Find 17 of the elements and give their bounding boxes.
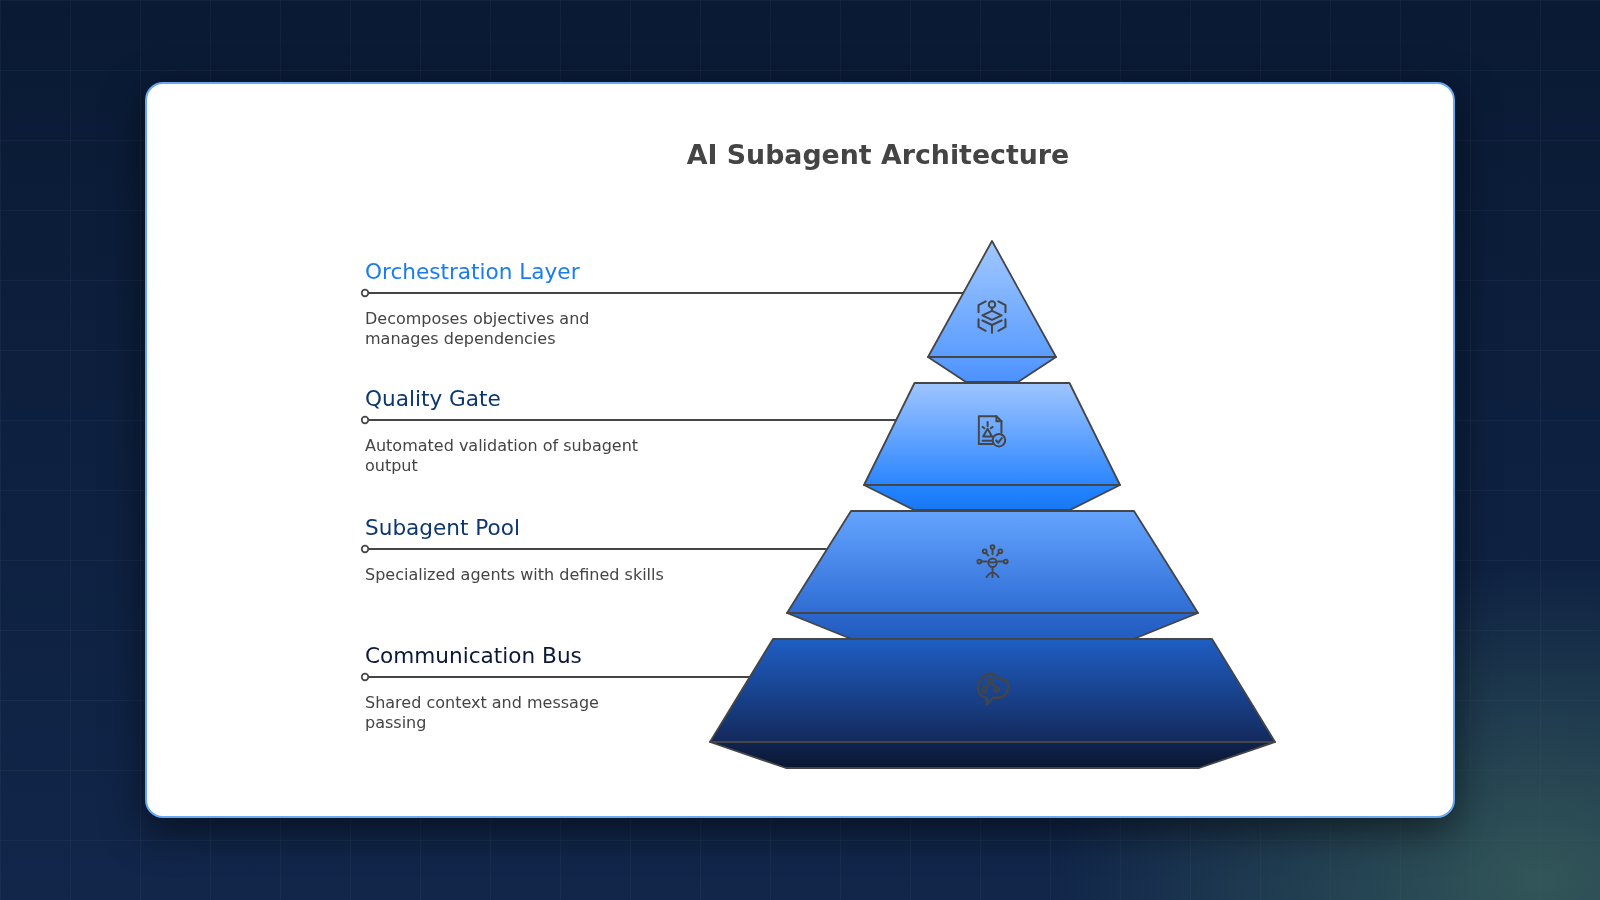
leader-line [360, 288, 965, 298]
title: AI Subagent Architecture [686, 139, 1070, 171]
layer-heading: Subagent Pool [365, 514, 520, 542]
pyramid-layer [708, 638, 1276, 769]
layer-description: Automated validation of subagent output [365, 436, 640, 476]
layer-heading: Orchestration Layer [365, 258, 580, 286]
leader-line [360, 415, 898, 425]
layer-description: Specialized agents with defined skills [365, 565, 664, 585]
layer-heading: Quality Gate [365, 385, 501, 413]
pyramid-layer [785, 510, 1199, 640]
layer-description: Shared context and message passing [365, 693, 600, 733]
leader-line [360, 544, 828, 554]
pyramid-layer [863, 382, 1121, 511]
leader-line [360, 672, 751, 682]
pyramid-layer [927, 240, 1057, 383]
layer-heading: Communication Bus [365, 642, 582, 670]
layer-description: Decomposes objectives and manages dependencies [365, 309, 591, 349]
